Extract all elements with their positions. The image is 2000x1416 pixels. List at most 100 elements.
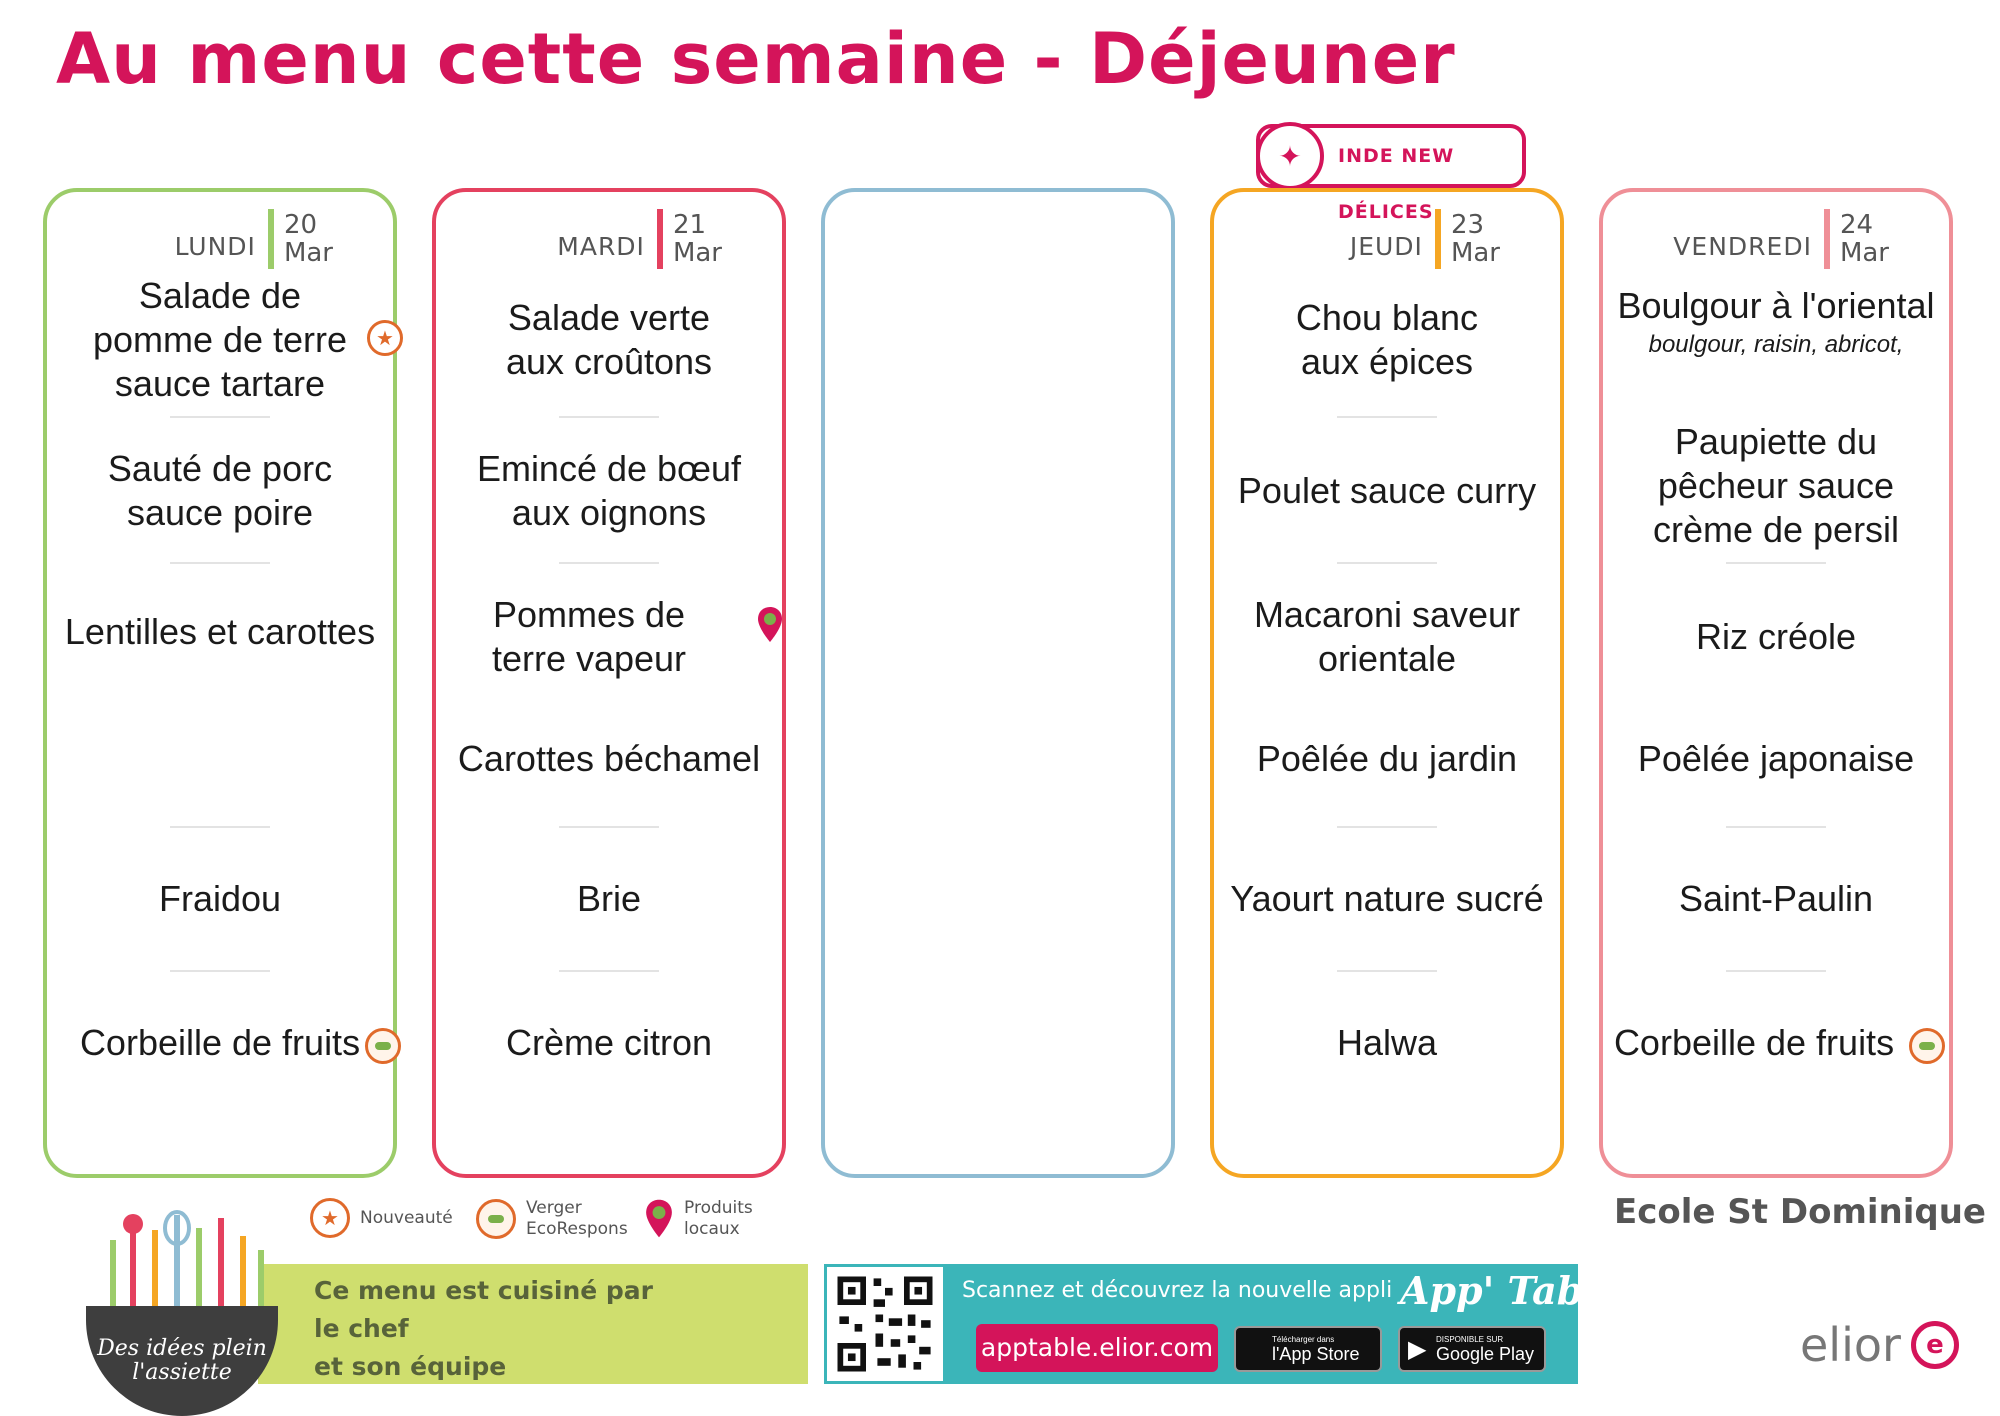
- menu-item-dairy: Fraidou: [47, 836, 393, 962]
- menu-item-dessert: Halwa: [1214, 980, 1560, 1106]
- produits-locaux-pin-icon: [646, 1199, 672, 1238]
- menu-item-starter: Boulgour à l'oriental boulgour, raisin, …: [1603, 274, 1949, 370]
- menu-item-dairy: Brie: [436, 836, 782, 962]
- menu-item-text: Riz créole: [1695, 616, 1857, 657]
- day-name: VENDREDI: [1673, 231, 1812, 261]
- menu-item-text: Fraidou: [158, 878, 282, 919]
- day-header: MARDI 21 Mar: [557, 208, 722, 270]
- google-play-button[interactable]: ▶ DISPONIBLE SUR Google Play: [1398, 1326, 1546, 1372]
- menu-item-main: Paupiette du pêcheur sauce crème de pers…: [1603, 416, 1949, 556]
- separator: [170, 970, 270, 972]
- apptable-url-button[interactable]: apptable.elior.com: [976, 1324, 1218, 1372]
- menu-item-starter: Salade verte aux croûtons: [436, 274, 782, 406]
- separator: [559, 826, 659, 828]
- separator: [1726, 826, 1826, 828]
- inde-new-delices-tag: ✦ INDE NEW DÉLICES: [1256, 122, 1526, 223]
- app-name: App' Table: [1400, 1268, 1622, 1313]
- day-column-vendredi: VENDREDI 24 Mar Boulgour à l'oriental bo…: [1599, 188, 1953, 1178]
- date-number: 20: [283, 210, 318, 240]
- chef-line: Ce menu est cuisiné par: [314, 1276, 653, 1305]
- separator: [170, 416, 270, 418]
- day-divider: [1434, 209, 1441, 269]
- menu-item-side: Riz créole: [1603, 572, 1949, 702]
- menu-item-text: Macaroni saveur orientale: [1253, 594, 1521, 679]
- menu-item-text: Halwa: [1336, 1022, 1438, 1063]
- day-date: 20 Mar: [284, 211, 333, 267]
- menu-item-text: Paupiette du pêcheur sauce crème de pers…: [1652, 421, 1900, 550]
- nouveaute-star-icon: ★: [310, 1198, 350, 1238]
- menu-item-text: Boulgour à l'oriental: [1617, 285, 1935, 326]
- menu-item-text: Poulet sauce curry: [1237, 470, 1537, 511]
- day-date: 24 Mar: [1840, 211, 1889, 267]
- legend-label: Produits locaux: [684, 1198, 753, 1239]
- produits-locaux-pin-icon: [758, 607, 782, 642]
- menu-item-dairy: Yaourt nature sucré: [1214, 836, 1560, 962]
- menu-item-text: Emincé de bœuf aux oignons: [476, 448, 742, 533]
- qr-code-icon[interactable]: [824, 1264, 946, 1384]
- separator: [1337, 826, 1437, 828]
- menu-item-side-2: Carottes béchamel: [436, 704, 782, 814]
- menu-item-side: Pommes de terre vapeur: [436, 572, 782, 702]
- separator: [1337, 562, 1437, 564]
- menu-item-dessert: Corbeille de fruits: [1603, 980, 1949, 1106]
- separator: [559, 416, 659, 418]
- menu-item-text: Pommes de terre vapeur: [491, 594, 687, 679]
- menu-item-dairy: Saint-Paulin: [1603, 836, 1949, 962]
- date-month: Mar: [672, 238, 722, 268]
- separator: [559, 562, 659, 564]
- day-date: 23 Mar: [1451, 211, 1500, 267]
- party-hat-icon: ✦: [1256, 122, 1324, 190]
- brand-name: elior: [1800, 1318, 1901, 1372]
- nouveaute-star-icon: ★: [367, 320, 403, 356]
- tag-label: INDE NEW DÉLICES: [1338, 145, 1455, 223]
- chef-line: et son équipe: [314, 1352, 507, 1381]
- menu-item-text: Corbeille de fruits: [79, 1022, 361, 1063]
- menu-item-text: Corbeille de fruits: [1613, 1022, 1895, 1063]
- menu-item-side-2: Poêlée japonaise: [1603, 704, 1949, 814]
- separator: [1726, 562, 1826, 564]
- menu-item-text: Salade de pomme de terre sauce tartare: [92, 275, 348, 404]
- day-column-empty: [821, 188, 1175, 1178]
- menu-item-text: Poêlée du jardin: [1256, 738, 1518, 779]
- legend-label: Verger EcoRespons: [526, 1198, 628, 1239]
- app-cta-text: Scannez et découvrez la nouvelle appli: [962, 1278, 1393, 1303]
- menu-item-text: Lentilles et carottes: [64, 611, 376, 652]
- store-small-label: DISPONIBLE SUR: [1436, 1334, 1504, 1344]
- separator: [1337, 970, 1437, 972]
- separator: [559, 970, 659, 972]
- day-divider: [267, 209, 274, 269]
- date-number: 24: [1839, 210, 1874, 240]
- date-month: Mar: [1839, 238, 1889, 268]
- menu-item-text: Carottes béchamel: [457, 738, 761, 779]
- menu-item-dessert: Crème citron: [436, 980, 782, 1106]
- menu-item-text: Poêlée japonaise: [1637, 738, 1915, 779]
- menu-item-text: Brie: [576, 878, 642, 919]
- day-name: MARDI: [557, 231, 645, 261]
- menu-item-text: Yaourt nature sucré: [1230, 878, 1544, 919]
- app-store-button[interactable]: Télécharger dans l'App Store: [1234, 1326, 1382, 1372]
- legend-nouveaute: ★ Nouveauté: [310, 1198, 453, 1238]
- menu-item-main: Sauté de porc sauce poire: [47, 426, 393, 556]
- day-name: JEUDI: [1349, 231, 1423, 261]
- elior-mark-icon: e: [1910, 1321, 1959, 1369]
- menu-item-side-2: Poêlée du jardin: [1214, 704, 1560, 814]
- verger-apple-icon: [365, 1028, 401, 1064]
- day-divider: [656, 209, 663, 269]
- legend-produits-locaux: Produits locaux: [644, 1198, 753, 1240]
- legend-label: Nouveauté: [360, 1207, 453, 1228]
- chef-banner: Ce menu est cuisiné par le chef et son é…: [258, 1264, 808, 1384]
- date-month: Mar: [283, 238, 333, 268]
- menu-item-side: Lentilles et carottes: [47, 572, 393, 692]
- menu-item-side: Macaroni saveur orientale: [1214, 572, 1560, 702]
- menu-item-text: Salade verte aux croûtons: [505, 297, 713, 382]
- separator: [170, 826, 270, 828]
- menu-item-text: Crème citron: [505, 1022, 713, 1063]
- store-big-label: l'App Store: [1272, 1343, 1360, 1364]
- day-header: JEUDI 23 Mar: [1350, 208, 1500, 270]
- separator: [1726, 970, 1826, 972]
- chef-line: le chef: [314, 1314, 409, 1343]
- menu-item-ingredients: boulgour, raisin, abricot,: [1648, 331, 1904, 358]
- day-column-mardi: MARDI 21 Mar Salade verte aux croûtons E…: [432, 188, 786, 1178]
- des-idees-logo: Des idées plein l'assiette: [86, 1306, 278, 1416]
- legend-verger: Verger EcoRespons: [476, 1198, 628, 1240]
